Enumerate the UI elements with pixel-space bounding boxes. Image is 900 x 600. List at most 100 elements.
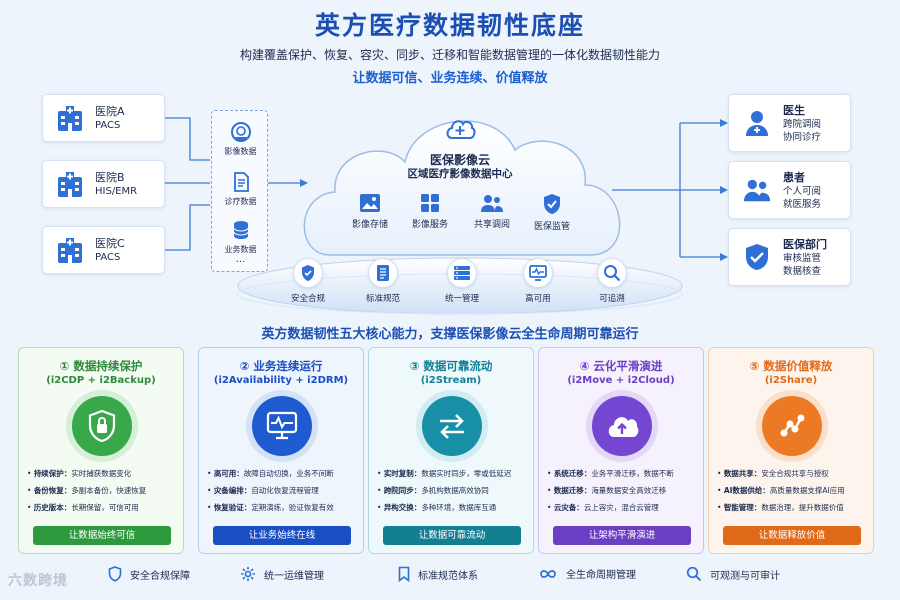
card-action-button[interactable]: 让数据始终可信 [33, 526, 171, 545]
page-tagline: 让数据可信、业务连续、价值释放 [352, 71, 548, 86]
base-label: 标准规范 [365, 294, 400, 304]
card-item-key: 持续保护： [33, 469, 72, 478]
card-item-key: 恢复验证： [213, 503, 252, 512]
footer-label: 可观测与可审计 [710, 570, 780, 582]
card-item: • 跨院同步：多机构数据高效协同 [377, 486, 489, 495]
card-item: • 数据迁移：海量数据安全高效迁移 [547, 486, 667, 495]
page-title: 英方医疗数据韧性底座 [314, 11, 585, 40]
card-item-key: 灾备编排： [213, 486, 252, 495]
capability-card-4: ④ 云化平滑演进 (i2Move + i2Cloud) • 系统迁移：业务平滑迁… [538, 347, 704, 554]
cloud-plus-icon [446, 120, 476, 139]
footer-label: 标准规范体系 [418, 570, 478, 582]
watermark-text: 六数跨境 [8, 573, 68, 589]
card-item-value: 定期演练，验证恢复有效 [251, 503, 334, 512]
consumer-card-patient: 患者个人可阅就医服务 [728, 161, 851, 219]
cloud-upload-icon [608, 417, 639, 437]
consumer-card-insurance: 医保部门审核监管数据核查 [728, 228, 851, 286]
search-icon [686, 566, 702, 582]
connector-lines [165, 117, 728, 261]
consumer-name: 医生 [783, 103, 805, 117]
consumer-line: 就医服务 [783, 198, 822, 210]
card-item: • AI数据供给：高质量数据支撑AI应用 [717, 486, 845, 495]
base-item: 安全合规 [273, 258, 343, 304]
card-subtitle: (i2Stream) [420, 375, 482, 386]
patients-icon [743, 179, 771, 202]
card-item-value: 多机构数据高效协同 [421, 486, 489, 495]
data-type-item: 影像数据 [212, 121, 269, 157]
card-action-button[interactable]: 让架构平滑演进 [553, 526, 691, 545]
card-item: • 系统迁移：业务平滑迁移，数据不断 [547, 469, 674, 478]
data-type-label: 业务数据 [224, 245, 257, 254]
monitor-pulse-icon [266, 411, 298, 440]
base-item: 标准规范 [348, 258, 418, 304]
card-item: • 智能管理：数据治理，提升数据价值 [717, 503, 844, 512]
card-action-button[interactable]: 让数据释放价值 [723, 526, 861, 545]
server-icon [454, 266, 470, 280]
card-subtitle: (i2CDP + i2Backup) [46, 375, 156, 386]
cloud-feature: 影像存储 [338, 193, 402, 230]
card-item: • 历史版本：长期保留，可信可用 [27, 503, 139, 512]
card-item: • 备份恢复：多副本备份，快速恢复 [27, 486, 147, 495]
core-capabilities-title: 英方数据韧性五大核心能力，支撑医保影像云全生命周期可靠运行 [261, 327, 639, 342]
card-item-value: 数据治理，提升数据价值 [761, 503, 844, 512]
data-type-label: 影像数据 [224, 147, 257, 156]
document-icon [233, 172, 249, 192]
card-item: • 持续保护：实时捕获数据变化 [27, 469, 132, 478]
users-icon [481, 195, 503, 212]
footer-bar: 安全合规保障 统一运维管理 标准规范体系 全生命周期管理 可观测与可审计 [0, 566, 900, 592]
consumer-line: 数据核查 [783, 265, 822, 277]
card-item-key: 系统迁移： [553, 469, 592, 478]
card-item-key: 数据迁移： [553, 486, 592, 495]
card-title: ③ 数据可靠流动 [409, 359, 493, 373]
footer-item: 安全合规保障 [108, 566, 190, 582]
bookmark-icon [398, 566, 410, 582]
image-icon [360, 194, 380, 212]
card-item-key: 备份恢复： [33, 486, 72, 495]
base-label: 安全合规 [290, 294, 325, 304]
data-type-item: 诊疗数据 [212, 171, 269, 207]
shield-check-icon [746, 244, 768, 270]
cloud-title: 医保影像云 [429, 153, 490, 167]
consumer-line: 审核监管 [783, 252, 822, 264]
card-item: • 云灾备：云上容灾，混合云管理 [547, 503, 659, 512]
card-item-key: 跨院同步： [383, 486, 422, 495]
base-item: 统一管理 [427, 258, 497, 304]
hospital-icon [58, 106, 82, 131]
infinity-icon [540, 569, 556, 578]
footer-item: 可观测与可审计 [686, 566, 780, 582]
cloud-feature: 共享调阅 [460, 193, 524, 230]
card-title: ⑤ 数据价值释放 [749, 359, 833, 373]
cloud-feature-label: 医保监管 [533, 222, 570, 232]
page-subtitle: 构建覆盖保护、恢复、容灾、同步、迁移和智能数据管理的一体化数据韧性能力 [239, 48, 660, 62]
card-item-value: 故障自动切换，业务不间断 [243, 469, 334, 478]
gear-icon [241, 567, 255, 581]
footer-item: 标准规范体系 [398, 566, 478, 582]
capability-card-5: ⑤ 数据价值释放 (i2Share) • 数据共享：安全合规共享与授权 • AI… [708, 347, 874, 554]
hospital-icon [58, 238, 82, 263]
card-action-button[interactable]: 让数据可靠流动 [383, 526, 521, 545]
grid-icon [421, 194, 439, 212]
hospital-system: HIS/EMR [95, 185, 138, 197]
cloud-feature-label: 影像存储 [351, 220, 388, 230]
card-action-button[interactable]: 让业务始终在线 [213, 526, 351, 545]
cloud-feature: 影像服务 [398, 193, 462, 230]
card-item-value: 业务平滑迁移，数据不断 [591, 469, 674, 478]
search-icon [604, 265, 621, 282]
card-item: • 数据共享：安全合规共享与授权 [717, 469, 829, 478]
consumer-line: 协同诊疗 [783, 131, 822, 143]
monitor-pulse-icon [529, 265, 547, 281]
scan-icon [230, 122, 251, 142]
footer-item: 统一运维管理 [240, 566, 324, 582]
base-label: 统一管理 [444, 294, 479, 304]
card-item-key: 高可用： [213, 469, 244, 478]
card-subtitle: (i2Move + i2Cloud) [567, 375, 675, 386]
footer-label: 全生命周期管理 [566, 570, 636, 581]
card-item-key: 数据共享： [723, 469, 762, 478]
card-item: • 异构交换：多种环境，数据库互通 [377, 503, 497, 512]
cloud-feature-label: 共享调阅 [473, 220, 510, 230]
card-item-value: 实时捕获数据变化 [71, 469, 132, 478]
card-item-key: AI数据供给： [723, 486, 770, 495]
